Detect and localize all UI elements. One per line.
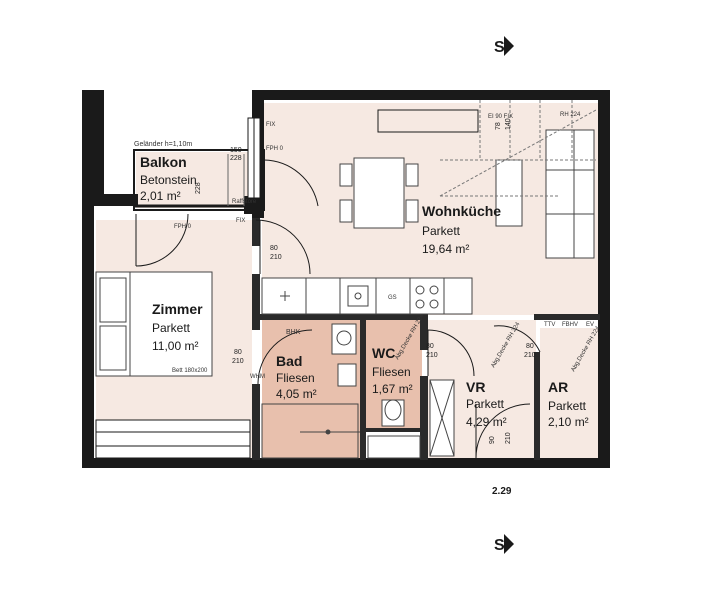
- balkon-floor: [136, 152, 264, 208]
- zimmer-area: 11,00 m²: [152, 339, 198, 353]
- dim-balkon-win-h: 228: [230, 155, 242, 162]
- windows: [95, 109, 479, 459]
- gs-label: GS: [388, 295, 397, 301]
- interior-walls: [252, 218, 600, 460]
- vr-name: VR: [466, 379, 485, 395]
- wohnkueche-name: Wohnküche: [422, 203, 501, 219]
- dim-entry-w: 90: [489, 436, 496, 444]
- section-marker-top: S: [494, 36, 514, 56]
- wc-name: WC: [372, 345, 395, 361]
- dining-set: [339, 157, 419, 229]
- ei90-label: EI 90 FIX: [488, 114, 513, 120]
- bad-area: 4,05 m²: [276, 387, 317, 401]
- dim-wc-h: 210: [426, 352, 438, 359]
- vr-area: 4,29 m²: [466, 415, 507, 429]
- ttv-label: TTV: [544, 322, 555, 328]
- balkon-area: 2,01 m²: [140, 189, 181, 203]
- door-swings: [135, 159, 541, 459]
- zimmer-material: Parkett: [152, 321, 191, 335]
- unit-number: 2.29: [492, 486, 512, 497]
- overhead-dashed: [439, 100, 597, 197]
- balkon-name: Balkon: [140, 154, 187, 170]
- whm-label: WHM: [250, 374, 265, 380]
- bhk-label: BHK: [286, 329, 301, 336]
- svg-text:S: S: [494, 537, 505, 554]
- svg-text:S: S: [494, 39, 505, 56]
- sofa: [495, 129, 595, 259]
- bad-name: Bad: [276, 353, 302, 369]
- dim-ar-w: 80: [526, 343, 534, 350]
- gelaender-label: Geländer h=1,10m: [134, 141, 192, 148]
- dim-bad-h: 210: [232, 358, 244, 365]
- dim-window-top-h: 140: [505, 118, 512, 130]
- ar-floor: [540, 328, 598, 458]
- dim-bad-w: 80: [234, 349, 242, 356]
- ar-area: 2,10 m²: [548, 415, 589, 429]
- ev-label: EV: [586, 322, 594, 328]
- bad-material: Fliesen: [276, 371, 315, 385]
- fph-label-zimmer: FPH 0: [174, 224, 192, 230]
- wc-area: 1,67 m²: [372, 382, 413, 396]
- fix-label-top: FIX: [266, 122, 275, 128]
- fix-label-mid: FIX: [236, 218, 245, 224]
- ar-name: AR: [548, 379, 568, 395]
- kitchen-counter: [261, 277, 473, 315]
- dim-balkon-win2: 228: [195, 182, 202, 194]
- vr-material: Parkett: [466, 397, 505, 411]
- ar-material: Parkett: [548, 399, 587, 413]
- section-marker-bottom: S: [494, 534, 514, 554]
- dim-balkon-win-w: 150: [230, 147, 242, 154]
- dim-ar-h: 210: [524, 352, 536, 359]
- bed: [95, 271, 213, 377]
- raffstore-label: Raffstore: [232, 199, 257, 205]
- wohnkueche-area: 19,64 m²: [422, 242, 469, 256]
- bett-label: Bett 180x200: [172, 368, 208, 374]
- wohnkueche-material: Parkett: [422, 224, 461, 238]
- wc-material: Fliesen: [372, 365, 411, 379]
- dim-kitchen-w: 80: [270, 245, 278, 252]
- fbhv-label: FBHV: [562, 322, 578, 328]
- rh-top-label: RH 224: [560, 112, 581, 118]
- dim-kitchen-h: 210: [270, 254, 282, 261]
- dim-entry-h: 210: [505, 432, 512, 444]
- dim-wc-w: 80: [426, 343, 434, 350]
- balkon-material: Betonstein: [140, 173, 197, 187]
- bath-fixtures: [261, 323, 455, 459]
- fph-label-top: FPH 0: [266, 146, 284, 152]
- zimmer-name: Zimmer: [152, 301, 203, 317]
- dim-window-top-w: 78: [495, 122, 502, 130]
